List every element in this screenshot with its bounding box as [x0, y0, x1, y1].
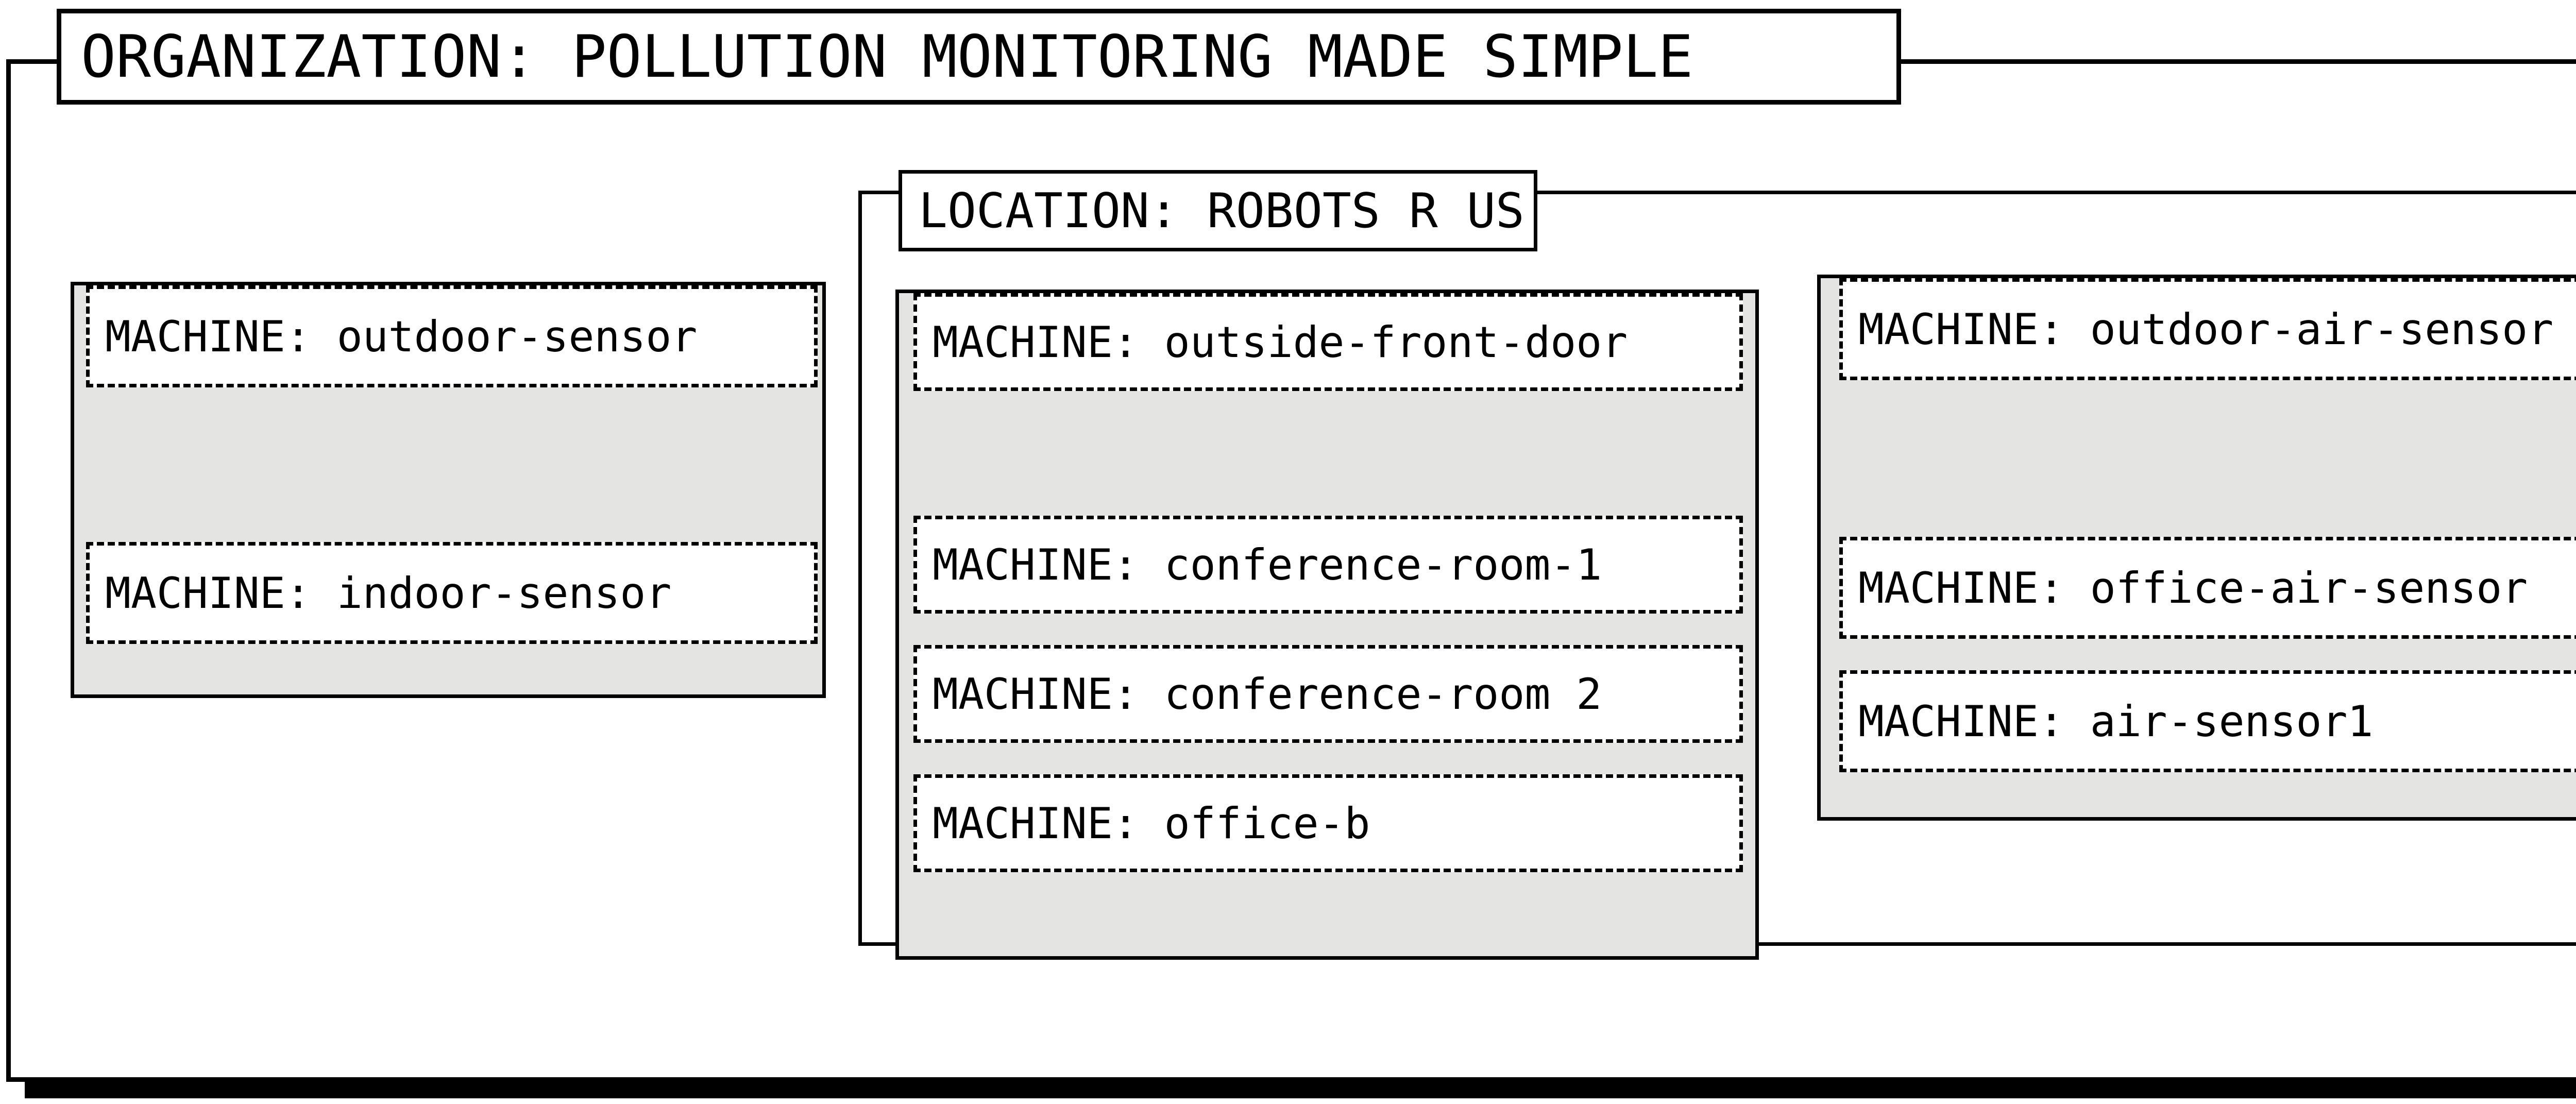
organization-title-chip[interactable]: ORGANIZATION: POLLUTION MONITORING MADE … [57, 9, 1901, 105]
sub-location-panel-oregon-office[interactable]: SUB-LOCATION: OREGON OFFICE MACHINE: con… [895, 290, 1759, 960]
machine-box-conference-room-1[interactable]: MACHINE: conference-room-1 [913, 516, 1743, 614]
machine-box-conference-room-2[interactable]: MACHINE: conference-room 2 [913, 645, 1743, 743]
machine-label-indoor-sensor: MACHINE: indoor-sensor [105, 568, 672, 618]
machine-label-outdoor-air-sensor: MACHINE: outdoor-air-sensor [1858, 304, 2554, 354]
organization-shadow-bottom [25, 1082, 2576, 1098]
machine-label-conference-room-2: MACHINE: conference-room 2 [933, 669, 1602, 719]
machine-label-conference-room-1: MACHINE: conference-room-1 [933, 539, 1602, 590]
organization-title-label: ORGANIZATION: POLLUTION MONITORING MADE … [81, 22, 1693, 91]
machine-box-indoor-sensor[interactable]: MACHINE: indoor-sensor [86, 542, 818, 644]
machine-box-outdoor-sensor[interactable]: MACHINE: outdoor-sensor [86, 285, 818, 387]
location-panel-antonias-home[interactable]: LOCATION: ANTONIA’S HOME MACHINE: indoor… [71, 282, 826, 698]
machine-box-outside-front-door[interactable]: MACHINE: outside-front-door [913, 293, 1743, 391]
sub-location-panel-new-york-office[interactable]: SUB-LOCATION: NEW YORK OFFICE MACHINE: o… [1817, 275, 2576, 821]
machine-label-outside-front-door: MACHINE: outside-front-door [933, 317, 1628, 367]
machine-box-office-air-sensor[interactable]: MACHINE: office-air-sensor [1839, 537, 2576, 639]
location-title-chip-robots-r-us[interactable]: LOCATION: ROBOTS R US [899, 170, 1537, 251]
machine-label-outdoor-sensor: MACHINE: outdoor-sensor [105, 311, 698, 362]
machine-box-air-sensor1[interactable]: MACHINE: air-sensor1 [1839, 670, 2576, 772]
machine-box-outdoor-air-sensor[interactable]: MACHINE: outdoor-air-sensor [1839, 278, 2576, 380]
machine-box-office-b[interactable]: MACHINE: office-b [913, 774, 1743, 872]
machine-label-office-air-sensor: MACHINE: office-air-sensor [1858, 563, 2528, 613]
location-title-label-robots-r-us: LOCATION: ROBOTS R US [919, 182, 1524, 239]
machine-label-air-sensor1: MACHINE: air-sensor1 [1858, 696, 2374, 746]
machine-label-office-b: MACHINE: office-b [933, 798, 1370, 848]
